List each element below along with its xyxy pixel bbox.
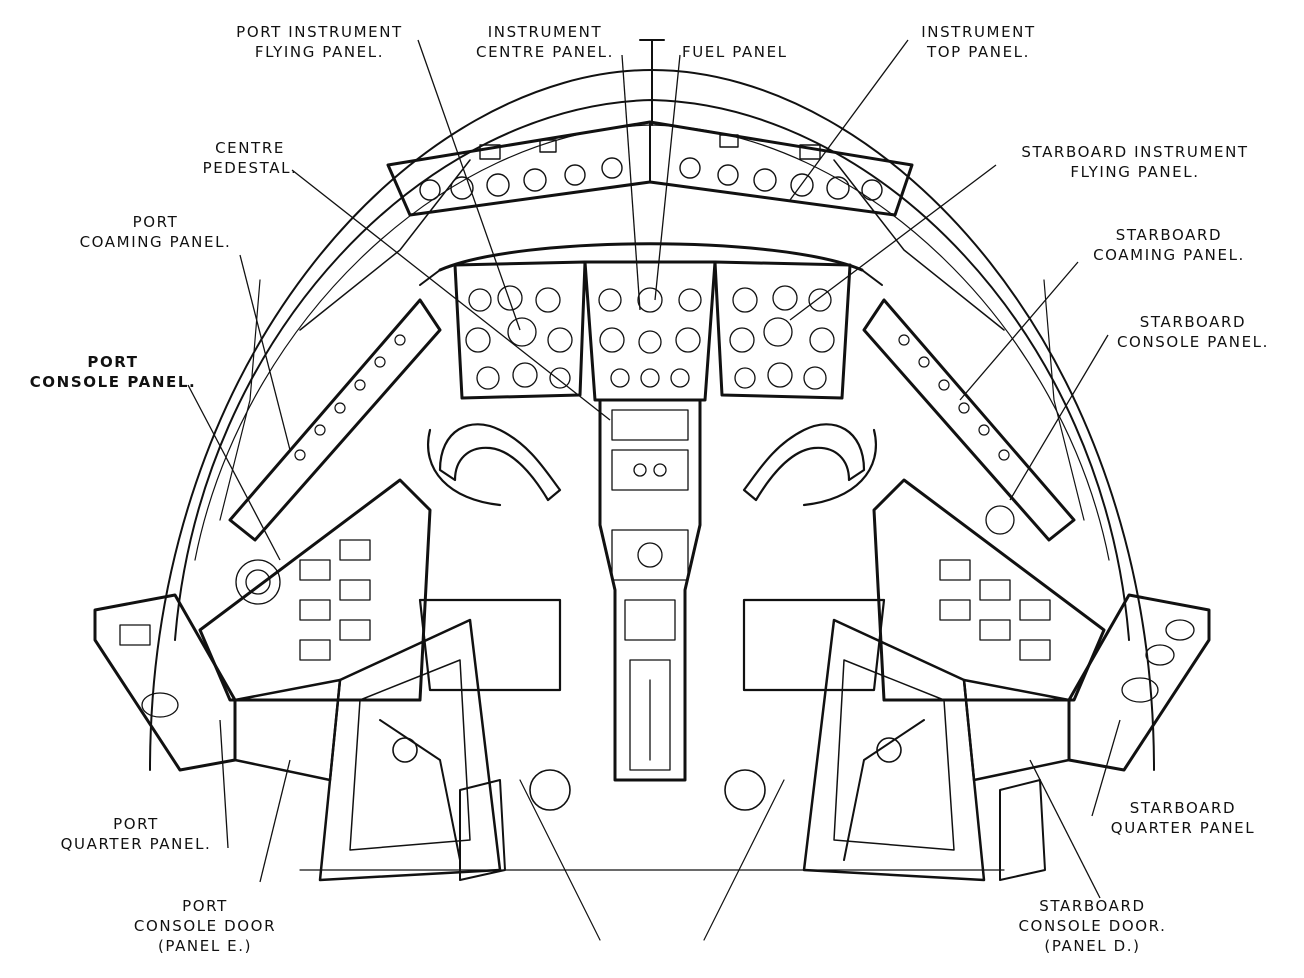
port-instrument-flying-panel [453,260,587,400]
leader-port-instrument-flying-panel [417,39,521,331]
leader-centre-pedestal [291,169,611,421]
label-starboard-instrument-flying-panel: STARBOARD INSTRUMENT FLYING PANEL. [1021,143,1249,181]
label-port-coaming-panel: PORT COAMING PANEL. [79,213,232,251]
label-instrument-top-panel: INSTRUMENT TOP PANEL. [921,23,1036,61]
leader-instrument-top-panel [789,39,909,201]
starboard-control-yoke [742,423,877,507]
starboard-console-panel [872,478,1106,702]
instrument-top-panel [386,120,914,217]
port-coaming-panel [228,298,442,542]
label-port-instrument-flying-panel: PORT INSTRUMENT FLYING PANEL. [236,23,403,61]
leader-port-coaming-panel [239,254,291,451]
label-port-console-door: PORT CONSOLE DOOR (PANEL E.) [133,897,277,955]
label-instrument-centre-panel: INSTRUMENT CENTRE PANEL. [476,23,614,61]
leader-starboard-instrument-flying-panel [789,164,997,321]
leader-port-quarter-panel [219,719,229,849]
leader-port-console-door [259,759,291,883]
label-centre-pedestal: CENTRE PEDESTAL. [202,139,298,177]
label-starboard-coaming-panel: STARBOARD COAMING PANEL. [1093,226,1245,264]
starboard-coaming-panel [862,298,1076,542]
centre-pedestal [598,398,702,782]
leader-lines [187,39,1121,899]
port-console-door [233,678,342,782]
instrument-centre-panel [583,260,717,402]
leader-starboard-quarter-panel [1091,719,1121,817]
label-starboard-quarter-panel: STARBOARD QUARTER PANEL [1110,799,1256,837]
starboard-seat [724,598,1046,882]
leader-instrument-centre-panel [621,54,641,311]
label-port-quarter-panel: PORT QUARTER PANEL. [60,815,212,853]
label-fuel-panel: FUEL PANEL [682,43,788,61]
leader-port-console-panel [187,384,281,561]
port-control-yoke [427,423,562,507]
label-starboard-console-panel: STARBOARD CONSOLE PANEL. [1116,313,1269,351]
port-console-panel [198,478,432,702]
label-port-console-panel: PORT CONSOLE PANEL. [29,353,197,391]
leader-starboard-console-panel [1009,334,1109,501]
leader-starboard-coaming-panel [959,261,1079,401]
starboard-instrument-flying-panel [713,260,852,400]
port-seat [318,598,571,882]
leader-fuel-panel [654,54,681,301]
label-starboard-console-door: STARBOARD CONSOLE DOOR. (PANEL D.) [1018,897,1167,955]
starboard-console-door [962,678,1071,782]
leader-starboard-console-door [1029,759,1101,899]
